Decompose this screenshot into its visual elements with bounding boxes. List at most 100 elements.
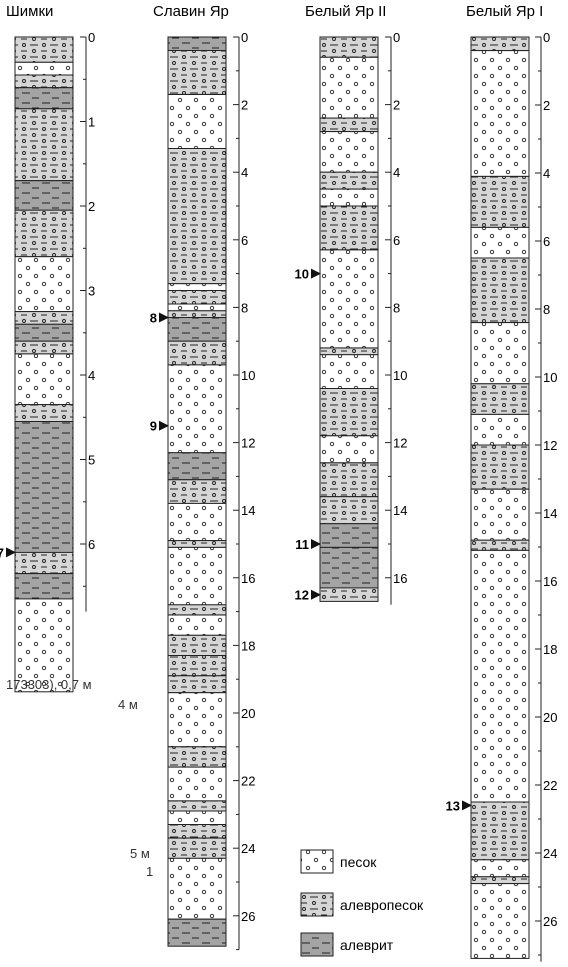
sand-swatch-icon — [300, 849, 334, 874]
layer-sand — [319, 354, 379, 390]
axis-tick-label: 8 — [393, 300, 400, 315]
layer-silt — [14, 421, 74, 553]
axis-tick-label: 0 — [241, 30, 248, 45]
axis-tick-label: 8 — [241, 300, 248, 315]
layer-sand — [167, 692, 227, 748]
axis-tick-label: 0 — [88, 30, 95, 45]
layer-sand — [167, 546, 227, 606]
silty-sand-swatch-icon — [300, 892, 334, 917]
layer-silty-sand — [14, 404, 74, 423]
layer-silt — [319, 546, 379, 589]
axis-tick-label: 8 — [543, 302, 550, 317]
layer-sand — [470, 413, 530, 446]
layer-silty-sand — [167, 675, 227, 694]
axis-tick-label: 10 — [393, 368, 407, 383]
marker-triangle-icon — [159, 420, 169, 431]
layer-silty-sand — [14, 340, 74, 355]
axis-tick-label: 12 — [543, 438, 557, 453]
axis-tick-label: 6 — [543, 234, 550, 249]
layer-silty-sand — [167, 290, 227, 305]
layer-sand — [470, 488, 530, 541]
layer-silty-sand — [470, 801, 530, 861]
layer-silty-sand — [167, 837, 227, 859]
layer-silty-sand — [167, 824, 227, 839]
layer-sand — [319, 249, 379, 349]
axis-tick-label: 4 — [241, 165, 248, 180]
layer-silty-sand — [167, 604, 227, 616]
layer-silty-sand — [167, 540, 227, 548]
axis-tick-label: 6 — [88, 537, 95, 552]
layer-silty-sand — [319, 205, 379, 251]
layer-silty-sand — [470, 444, 530, 490]
layer-silty-sand — [167, 340, 227, 366]
layer-sand — [167, 857, 227, 920]
layer-silty-sand — [470, 175, 530, 228]
layer-silty-sand — [167, 655, 227, 677]
layer-silty-sand — [470, 257, 530, 324]
axis-tick-label: 18 — [241, 638, 255, 653]
layer-silty-sand — [14, 36, 74, 63]
section-title-bely-yar-2: Белый Яр II — [305, 3, 386, 20]
axis-tick-label: 18 — [543, 642, 557, 657]
layer-silty-sand — [167, 310, 227, 319]
text-fragment: 173303), 0,7 м — [6, 677, 92, 692]
axis-tick-label: 2 — [393, 98, 400, 113]
layer-sand — [319, 56, 379, 119]
marker-triangle-icon — [311, 268, 321, 279]
marker-triangle-icon — [311, 589, 321, 600]
layer-sand — [14, 353, 74, 406]
layer-silt — [167, 36, 227, 51]
axis-tick-label: 10 — [543, 370, 557, 385]
layer-sand — [319, 435, 379, 464]
sample-marker-label: 8 — [150, 311, 157, 326]
layer-silty-sand — [319, 587, 379, 602]
marker-triangle-icon — [159, 312, 169, 323]
legend-item-silt: алеврит — [300, 932, 394, 957]
layer-silty-sand — [470, 383, 530, 415]
layer-sand — [319, 188, 379, 207]
legend-label: песок — [340, 854, 377, 870]
layer-silty-sand — [319, 36, 379, 58]
layer-silty-sand — [319, 496, 379, 525]
layer-sand — [470, 883, 530, 959]
layer-silty-sand — [167, 634, 227, 657]
silt-swatch-icon — [300, 932, 334, 957]
axis-tick-label: 2 — [241, 98, 248, 113]
axis-tick-label: 2 — [543, 98, 550, 113]
layer-silt — [14, 87, 74, 110]
layer-silt — [167, 317, 227, 342]
axis-tick-label: 22 — [241, 774, 255, 789]
layer-silty-sand — [167, 479, 227, 504]
layer-sand — [167, 766, 227, 802]
sample-marker-label: 12 — [295, 588, 309, 603]
layer-sand — [167, 364, 227, 454]
layer-sand — [167, 614, 227, 636]
layer-silty-sand — [167, 148, 227, 285]
legend-label: алевропесок — [340, 897, 424, 913]
axis-tick-label: 4 — [543, 166, 550, 181]
layer-silt — [14, 180, 74, 211]
axis-tick-label: 14 — [543, 506, 557, 521]
text-fragment: 1 — [146, 864, 153, 879]
layer-sand — [167, 502, 227, 542]
section-title-bely-yar-1: Белый Яр I — [466, 3, 543, 20]
axis-tick-label: 24 — [241, 841, 255, 856]
layer-silt — [14, 323, 74, 342]
axis-tick-label: 12 — [393, 436, 407, 451]
axis-tick-label: 20 — [241, 706, 255, 721]
axis-tick-label: 26 — [241, 909, 255, 924]
layer-silt — [319, 523, 379, 548]
axis-tick-label: 20 — [543, 710, 557, 725]
layer-sand — [319, 131, 379, 173]
layer-silt — [167, 918, 227, 947]
layer-sand — [470, 322, 530, 385]
axis-tick-label: 1 — [88, 115, 95, 130]
layer-sand — [167, 283, 227, 292]
layer-sand — [14, 61, 74, 76]
sample-marker-label: 7 — [0, 545, 4, 560]
axis-tick-label: 2 — [88, 199, 95, 214]
legend-item-sand: песок — [300, 849, 377, 874]
sample-marker-label: 10 — [295, 267, 309, 282]
